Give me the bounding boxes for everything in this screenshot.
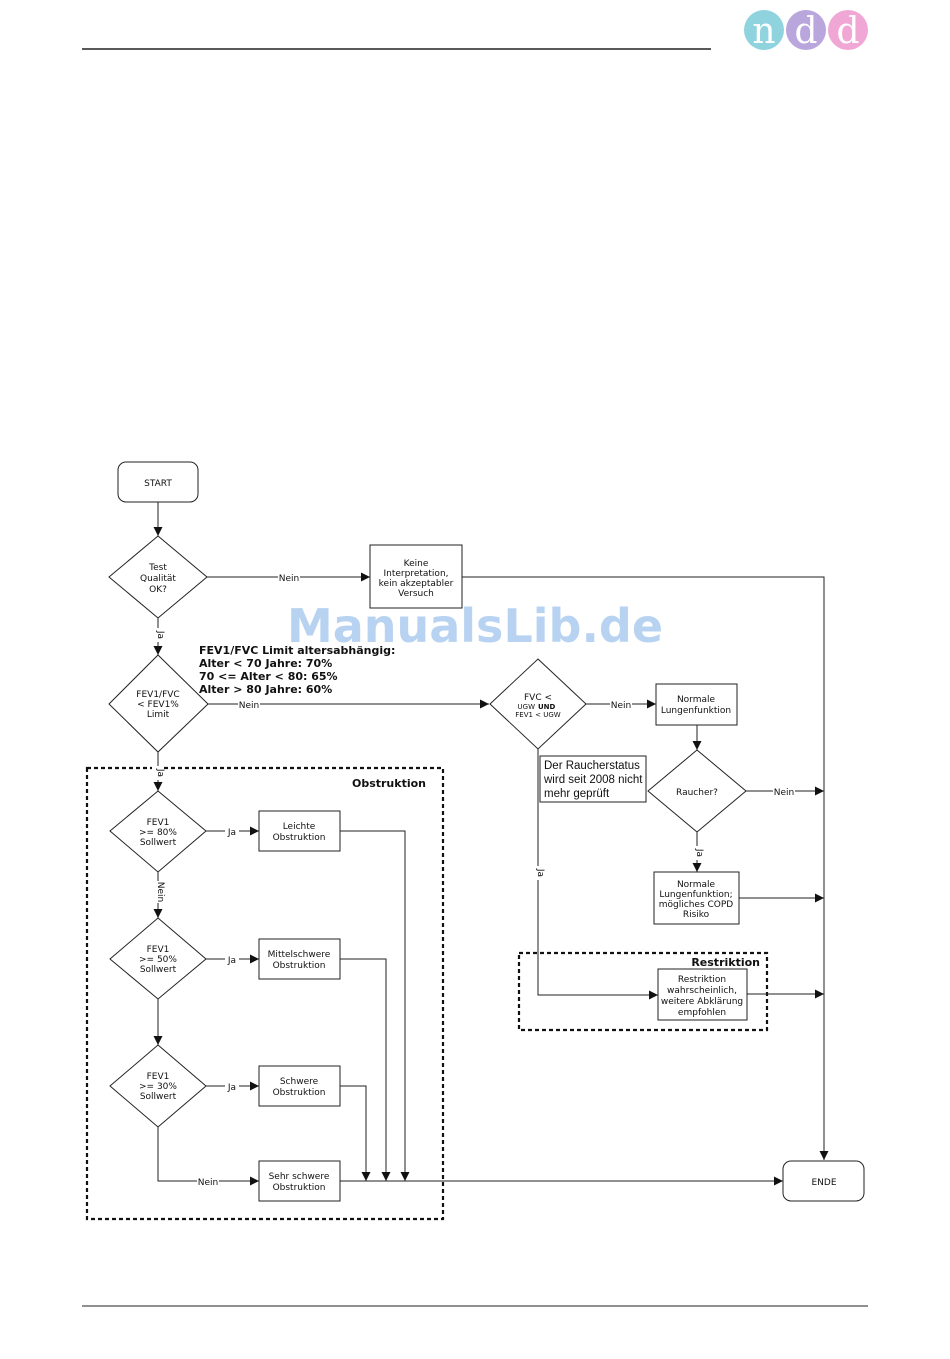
normal-copd-risk-node: Normale Lungenfunktion; mögliches COPD R… — [653, 871, 740, 925]
svg-text:Schwere: Schwere — [280, 1077, 319, 1087]
edge-label-yes: Ja — [155, 630, 165, 639]
annotation-line: Alter > 80 Jahre: 60% — [199, 683, 332, 696]
svg-text:Mittelschwere: Mittelschwere — [268, 950, 331, 960]
svg-text:START: START — [144, 479, 172, 489]
restriction-group-label: Restriktion — [691, 956, 760, 969]
svg-text:kein akzeptabler: kein akzeptabler — [379, 579, 454, 589]
svg-text:Versuch: Versuch — [398, 589, 434, 599]
no-interpretation-node: Keine Interpretation, kein akzeptabler V… — [369, 544, 463, 609]
svg-text:UND: UND — [538, 703, 556, 711]
end-node: ENDE — [782, 1160, 865, 1202]
logo-letter-3: d — [836, 11, 859, 52]
svg-text:Obstruktion: Obstruktion — [273, 961, 326, 971]
edge-labels: Nein Ja Nein Nein Nein Ja Ja Ja Ja Nein … — [152, 571, 795, 1188]
edge-label-no: Nein — [239, 701, 259, 711]
svg-text:Qualität: Qualität — [140, 574, 176, 584]
svg-text:Sehr schwere: Sehr schwere — [269, 1172, 330, 1182]
logo-letter-1: n — [752, 11, 775, 52]
svg-text:Raucher?: Raucher? — [676, 788, 718, 798]
light-obstruction-node: Leichte Obstruktion — [258, 810, 341, 852]
medium-obstruction-node: Mittelschwere Obstruktion — [258, 938, 341, 980]
edge-label-yes: Ja — [227, 1083, 236, 1093]
svg-text:Normale: Normale — [677, 695, 716, 705]
svg-text:Risiko: Risiko — [683, 910, 710, 920]
edge-label-yes: Ja — [227, 828, 236, 838]
svg-text:Normale: Normale — [677, 880, 716, 890]
svg-text:< FEV1%: < FEV1% — [137, 700, 179, 710]
annotation-line: Alter < 70 Jahre: 70% — [199, 657, 332, 670]
svg-text:Sollwert: Sollwert — [140, 1092, 177, 1102]
ndd-logo: n d d — [744, 10, 868, 52]
annotation-line: 70 <= Alter < 80: 65% — [199, 670, 338, 683]
svg-text:mehr geprüft: mehr geprüft — [544, 788, 610, 800]
svg-text:Keine: Keine — [404, 559, 429, 569]
fev1-30-decision: FEV1 >= 30% Sollwert — [109, 1044, 207, 1128]
svg-text:Obstruktion: Obstruktion — [273, 1088, 326, 1098]
restriction-likely-node: Restriktion wahrscheinlich, weitere Abkl… — [657, 968, 748, 1021]
test-quality-decision: Test Qualität OK? — [108, 535, 208, 619]
smoker-status-note: Der Raucherstatus wird seit 2008 nicht m… — [539, 755, 647, 803]
svg-text:OK?: OK? — [149, 585, 167, 595]
svg-text:FVC <: FVC < — [524, 693, 552, 703]
svg-text:Lungenfunktion;: Lungenfunktion; — [659, 890, 732, 900]
annotation-title: FEV1/FVC Limit altersabhängig: — [199, 644, 395, 657]
obstruction-group — [85, 766, 445, 1221]
svg-text:Interpretation,: Interpretation, — [383, 569, 448, 579]
fev1-50-decision: FEV1 >= 50% Sollwert — [109, 917, 207, 1000]
svg-text:Sollwert: Sollwert — [140, 965, 177, 975]
svg-text:FEV1/FVC: FEV1/FVC — [136, 690, 179, 700]
svg-text:FEV1: FEV1 — [147, 945, 170, 955]
svg-text:wahrscheinlich,: wahrscheinlich, — [667, 986, 737, 996]
normal-lung-node: Normale Lungenfunktion — [655, 683, 738, 726]
svg-text:Sollwert: Sollwert — [140, 838, 177, 848]
svg-text:>= 30%: >= 30% — [139, 1082, 177, 1092]
svg-text:FEV1: FEV1 — [147, 1072, 170, 1082]
svg-text:mögliches COPD: mögliches COPD — [659, 900, 734, 910]
svg-text:wird seit 2008 nicht: wird seit 2008 nicht — [543, 774, 643, 786]
start-node: START — [117, 461, 199, 503]
edge-label-yes: Ja — [227, 956, 236, 966]
edge-label-no: Nein — [155, 882, 165, 902]
svg-text:Der Raucherstatus: Der Raucherstatus — [544, 760, 640, 772]
svg-text:Obstruktion: Obstruktion — [273, 1183, 326, 1193]
svg-text:FEV1: FEV1 — [147, 818, 170, 828]
edge-label-no: Nein — [774, 788, 794, 798]
edge-label-yes: Ja — [155, 768, 165, 777]
svg-text:Leichte: Leichte — [283, 822, 316, 832]
svg-text:>= 50%: >= 50% — [139, 955, 177, 965]
smoker-decision: Raucher? — [647, 749, 747, 833]
fvc-decision: FVC < UGW UND FEV1 < UGW — [489, 658, 587, 750]
fev1-80-decision: FEV1 >= 80% Sollwert — [109, 790, 207, 873]
svg-text:Test: Test — [148, 563, 167, 573]
edge-label-no: Nein — [611, 701, 631, 711]
age-limit-annotation: FEV1/FVC Limit altersabhängig: Alter < 7… — [199, 644, 395, 696]
svg-text:empfohlen: empfohlen — [678, 1008, 726, 1018]
logo-letter-2: d — [794, 11, 817, 52]
restriction-group — [517, 951, 769, 1032]
obstruction-group-label: Obstruktion — [352, 777, 426, 790]
svg-text:FEV1 < UGW: FEV1 < UGW — [515, 711, 561, 719]
edge-label-no: Nein — [198, 1178, 218, 1188]
svg-text:UGW: UGW — [518, 703, 536, 711]
svg-text:Obstruktion: Obstruktion — [273, 833, 326, 843]
svg-text:Limit: Limit — [147, 710, 170, 720]
watermark: ManualsLib.de — [287, 599, 663, 653]
fev1-fvc-decision: FEV1/FVC < FEV1% Limit — [108, 654, 209, 753]
svg-text:weitere Abklärung: weitere Abklärung — [661, 997, 743, 1007]
svg-text:ENDE: ENDE — [811, 1178, 836, 1188]
edge-label-yes: Ja — [535, 868, 545, 877]
edge-label-no: Nein — [279, 574, 299, 584]
svg-text:Lungenfunktion: Lungenfunktion — [661, 706, 731, 716]
edge-label-yes: Ja — [694, 848, 704, 857]
svg-text:Restriktion: Restriktion — [678, 975, 726, 985]
very-severe-obstruction-node: Sehr schwere Obstruktion — [258, 1160, 341, 1202]
severe-obstruction-node: Schwere Obstruktion — [258, 1065, 341, 1107]
svg-text:>= 80%: >= 80% — [139, 828, 177, 838]
